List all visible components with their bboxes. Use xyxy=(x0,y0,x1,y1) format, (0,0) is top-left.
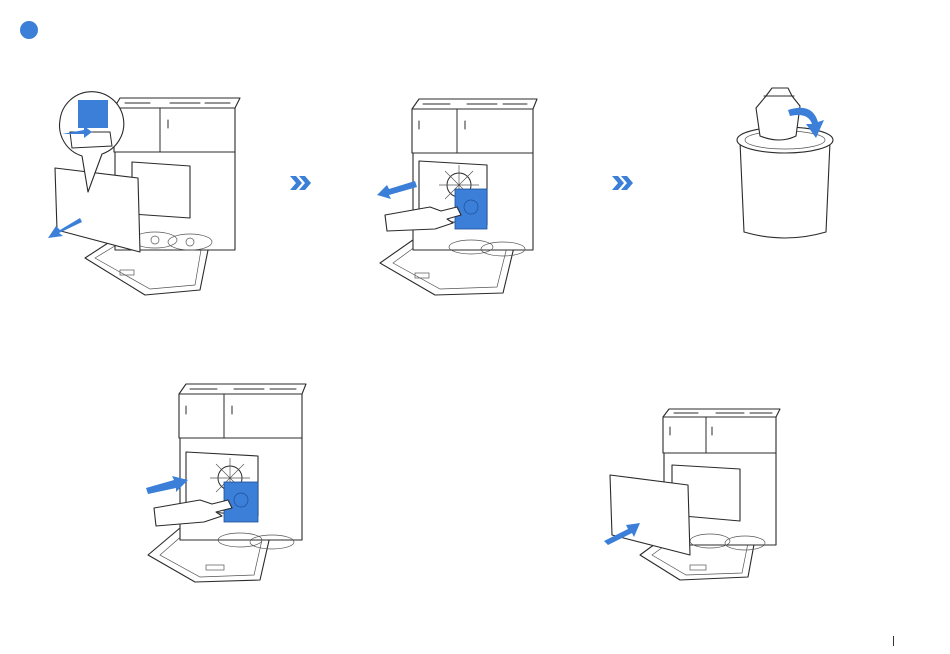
illustration-open-cover xyxy=(40,90,240,300)
illustration-pull-bag xyxy=(375,95,545,300)
page-mark xyxy=(893,636,894,646)
cover-latch-highlight xyxy=(78,100,108,128)
illustration-discard-bag xyxy=(730,82,840,247)
dust-bag xyxy=(455,189,487,229)
illustration-insert-bag xyxy=(140,380,310,585)
double-chevron-right-icon xyxy=(290,176,312,190)
arrow-out-2 xyxy=(377,181,417,199)
illustration-close-cover xyxy=(600,405,790,585)
step-dot-icon xyxy=(20,21,38,39)
double-chevron-right-icon xyxy=(612,176,634,190)
